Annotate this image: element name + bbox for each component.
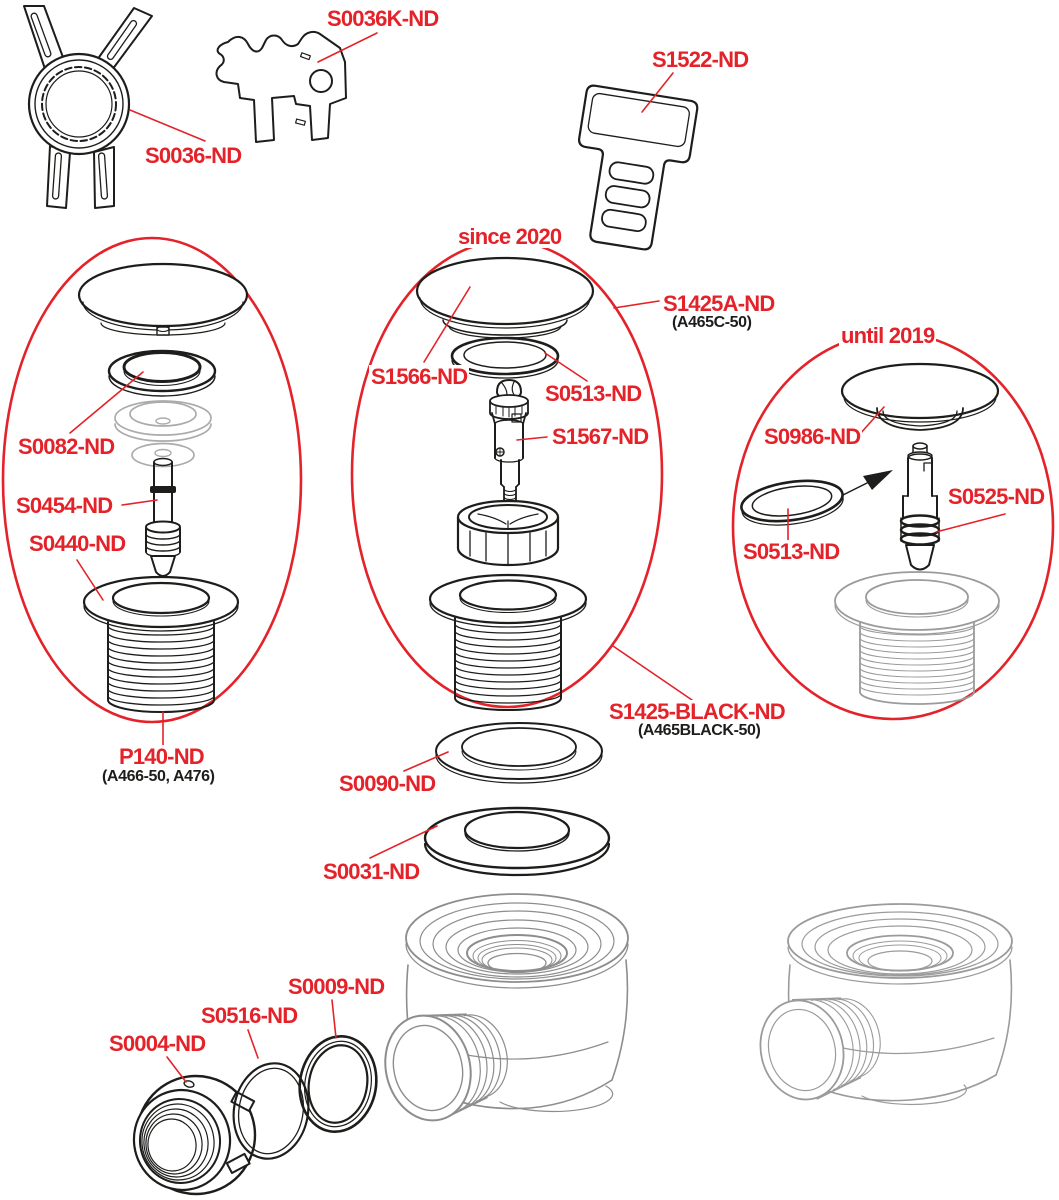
part-label-s0454: S0454-ND bbox=[14, 493, 115, 518]
part-label-s0031: S0031-ND bbox=[321, 859, 422, 884]
drain-flange-right bbox=[834, 571, 1000, 705]
part-sublabel-p140: (A466-50, A476) bbox=[101, 768, 216, 786]
gasket-s0513-right bbox=[740, 479, 844, 526]
part-label-s1425a: S1425A-ND bbox=[661, 291, 777, 316]
cartridge-s1567 bbox=[489, 379, 529, 504]
part-label-p140: P140-ND bbox=[117, 744, 206, 769]
era-label-since-2020: since 2020 bbox=[456, 224, 564, 249]
drain-body-right-drawing bbox=[759, 903, 1013, 1106]
part-label-s0986: S0986-ND bbox=[762, 424, 863, 449]
part-label-s1425-black: S1425-BLACK-ND bbox=[607, 699, 787, 724]
part-label-s0090: S0090-ND bbox=[337, 771, 438, 796]
part-label-s0004: S0004-ND bbox=[107, 1031, 208, 1056]
cap-s0986 bbox=[840, 362, 1000, 431]
part-label-s0516: S0516-ND bbox=[199, 1003, 300, 1028]
spring-stopper-s0440 bbox=[145, 520, 181, 577]
gray-flange bbox=[114, 400, 212, 442]
part-sublabel-s1425-black: (A465BLACK-50) bbox=[637, 722, 762, 740]
part-label-s0513-mid: S0513-ND bbox=[543, 381, 644, 406]
cap-s1566 bbox=[415, 256, 595, 339]
part-label-s0082: S0082-ND bbox=[16, 434, 117, 459]
drain-body-left-drawing bbox=[384, 893, 629, 1122]
part-label-s0036: S0036-ND bbox=[143, 143, 244, 168]
part-label-s1566: S1566-ND bbox=[369, 364, 470, 389]
part-label-s1567: S1567-ND bbox=[550, 424, 651, 449]
middle-assembly-drawing bbox=[415, 256, 595, 711]
part-label-s1522: S1522-ND bbox=[650, 47, 751, 72]
wrench-tool-drawing bbox=[23, 5, 153, 209]
washer-s0090-drawing bbox=[435, 722, 603, 784]
drain-flange-p140 bbox=[82, 575, 240, 713]
oring-s0009-drawing bbox=[298, 1034, 378, 1134]
cartridge-s0525 bbox=[899, 442, 941, 571]
left-assembly-drawing bbox=[77, 262, 249, 713]
part-label-s0525: S0525-ND bbox=[946, 484, 1047, 509]
t-key-drawing bbox=[577, 84, 699, 251]
ring-s0031-drawing bbox=[423, 806, 611, 877]
gasket-s0513-middle bbox=[450, 336, 560, 379]
knurled-nut bbox=[456, 499, 560, 567]
drain-flange-middle bbox=[428, 573, 588, 711]
part-sublabel-s1425a: (A465C-50) bbox=[671, 314, 753, 332]
era-label-until-2019: until 2019 bbox=[839, 323, 937, 348]
seal-ring-s0082 bbox=[107, 349, 217, 397]
insert-arrow bbox=[842, 470, 893, 496]
washer-disc bbox=[131, 442, 195, 468]
pin-s0454 bbox=[150, 457, 176, 529]
side-outlet-left bbox=[384, 1013, 508, 1122]
left-assembly-ellipse bbox=[1, 236, 303, 724]
part-label-s0009: S0009-ND bbox=[286, 974, 387, 999]
part-label-s0440: S0440-ND bbox=[27, 531, 128, 556]
leader-lines bbox=[69, 32, 1006, 1083]
side-outlet-right bbox=[759, 997, 881, 1101]
part-label-s0036k: S0036K-ND bbox=[325, 6, 441, 31]
part-label-s0513-right: S0513-ND bbox=[741, 539, 842, 564]
nut-s0004-drawing bbox=[132, 1074, 257, 1196]
left-cap bbox=[77, 262, 249, 336]
right-assembly-drawing bbox=[740, 362, 1000, 705]
flat-wrench-plate-drawing bbox=[215, 30, 347, 143]
